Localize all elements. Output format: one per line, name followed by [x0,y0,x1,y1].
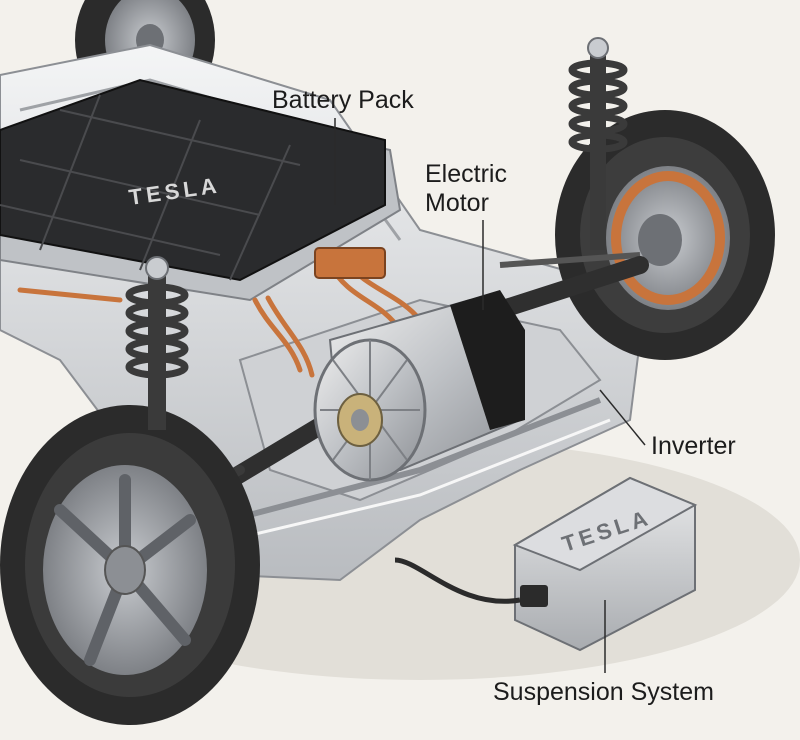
leader-lines [334,118,646,673]
inverter-leader [599,389,646,446]
suspension-system-label: Suspension System [493,678,714,706]
inverter-label: Inverter [651,432,736,460]
electric-motor-illustration [313,290,525,482]
front-left-wheel [0,405,260,725]
front-right-wheel [555,110,775,360]
battery-pack-illustration: TESLA [0,78,402,302]
electric-motor-label-line1: Electric [425,160,507,188]
inverter-illustration: TESLA [512,476,698,652]
high-voltage-connector [314,247,386,279]
front-right-suspension [499,37,641,268]
battery-pack-label: Battery Pack [272,86,414,114]
electric-motor-label-line2: Motor [425,189,489,217]
inverter-cable [394,557,521,604]
front-left-suspension [125,256,189,430]
electric-motor-label: Electric Motor [425,160,507,218]
